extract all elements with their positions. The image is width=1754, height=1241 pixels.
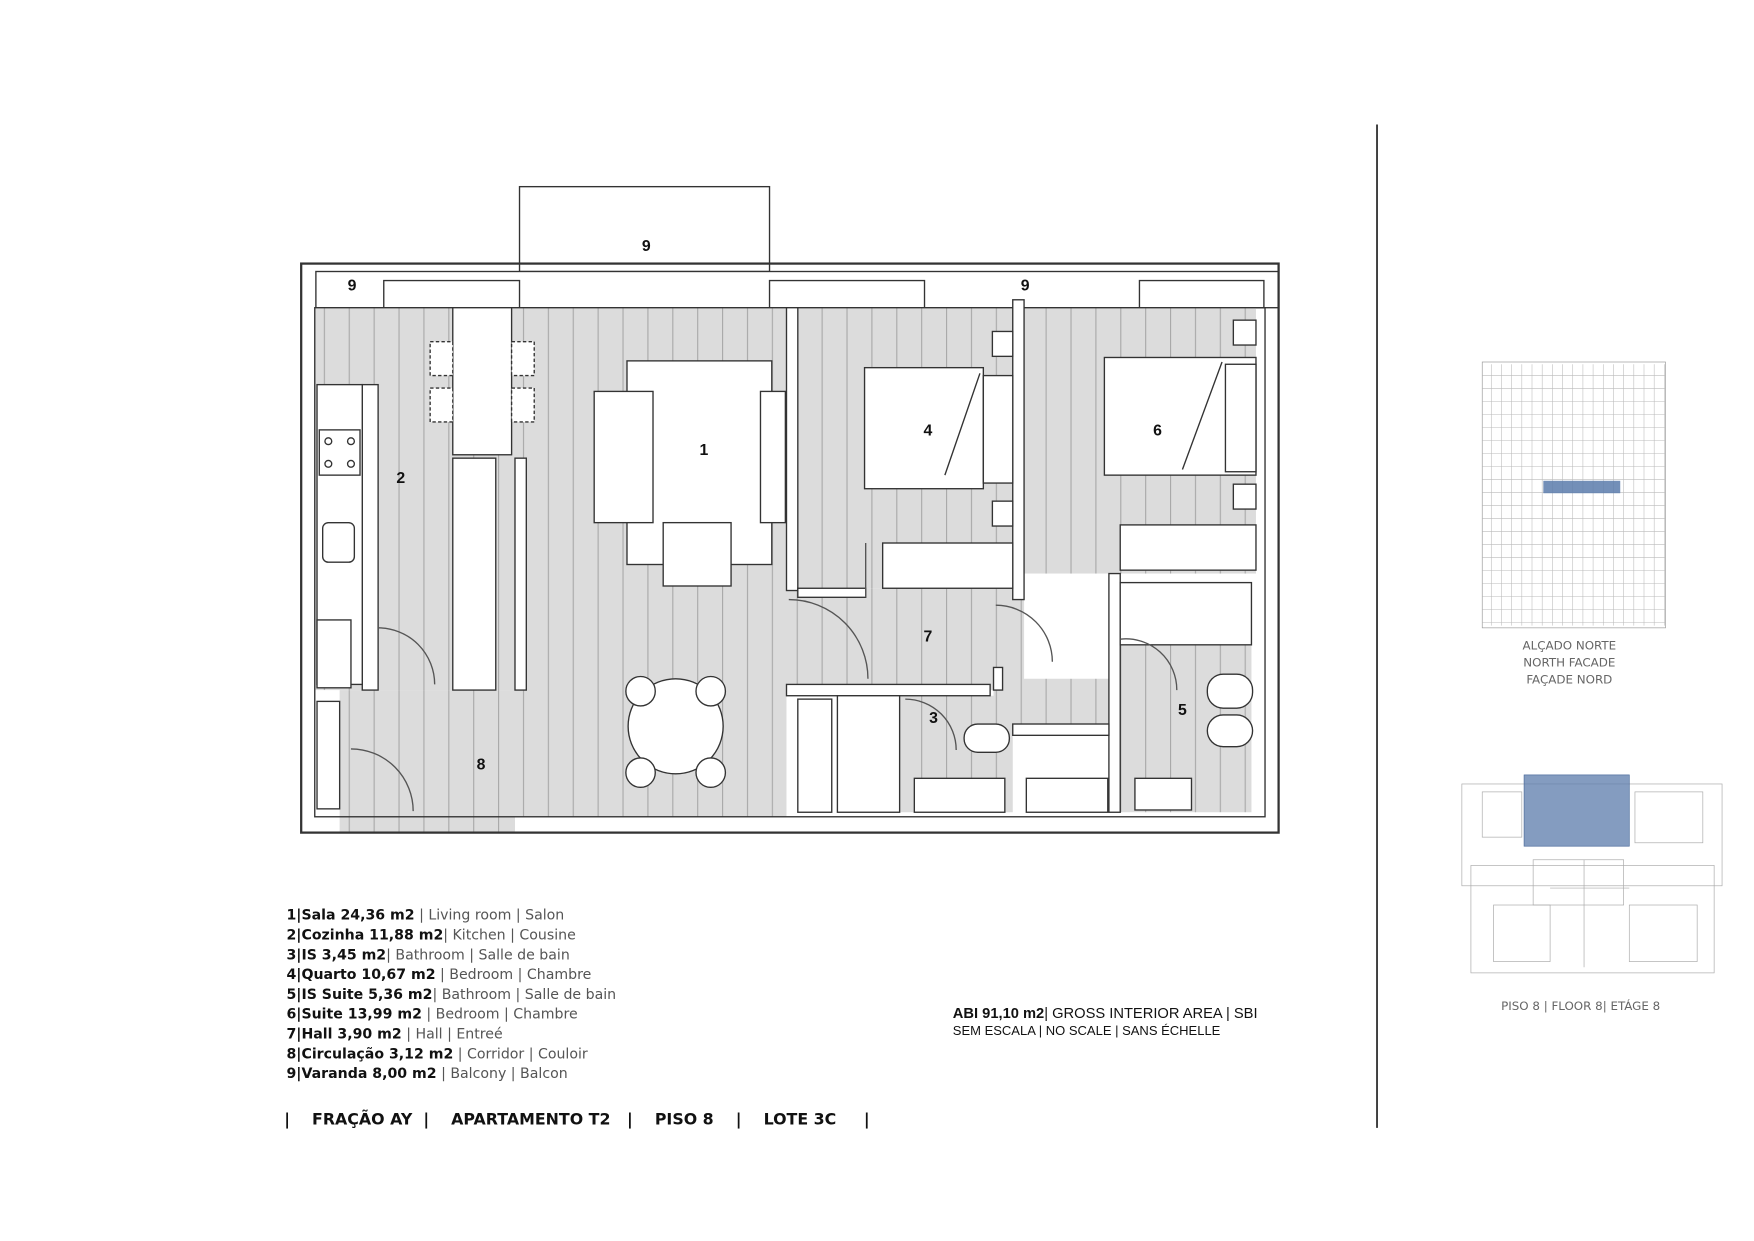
north-elevation-thumbnail: ALÇADO NORTE NORTH FACADE FAÇADE NORD — [1481, 361, 1666, 686]
hall2-floor — [993, 678, 1121, 725]
bathtub — [1119, 581, 1253, 646]
floor-plan — [300, 185, 1280, 834]
room-label-8: 8 — [477, 756, 486, 773]
hall-floor — [786, 588, 1025, 691]
balcony-top — [518, 185, 771, 273]
room-label-4: 4 — [924, 423, 933, 440]
room-labels: 9 9 9 1 2 4 6 7 3 5 8 — [348, 238, 1187, 773]
room-label-7: 7 — [924, 628, 933, 645]
floor-key-caption: PISO 8 | FLOOR 8| ETÁGE 8 — [1501, 998, 1660, 1013]
floor-key-plan: PISO 8 | FLOOR 8| ETÁGE 8 — [1461, 774, 1723, 1013]
legend-item: 8|Circulação 3,12 m2 | Corridor | Couloi… — [286, 1046, 587, 1062]
bed-4 — [863, 366, 985, 490]
dining-table-kitchen — [452, 307, 513, 456]
room-label-9: 9 — [642, 238, 651, 255]
unit-floor-highlight — [1543, 480, 1621, 494]
elevation-caption: FAÇADE NORD — [1526, 672, 1612, 686]
room-label-5: 5 — [1178, 702, 1187, 719]
scale-note: SEM ESCALA | NO SCALE | SANS ÉCHELLE — [953, 1023, 1221, 1038]
dining-table — [627, 678, 724, 775]
unit-footer: | FRAÇÃO AY | APARTAMENTO T2 | PISO 8 | … — [284, 1109, 869, 1129]
corridor-floor — [339, 690, 515, 832]
room-label-1: 1 — [700, 442, 709, 459]
legend-item: 4|Quarto 10,67 m2 | Bedroom | Chambre — [286, 967, 591, 983]
area-legend: 1|Sala 24,36 m2 | Living room | Salon 2|… — [286, 908, 616, 1082]
legend-item: 3|IS 3,45 m2| Bathroom | Salle de bain — [286, 947, 569, 963]
room-label-9: 9 — [348, 278, 357, 295]
room-label-9: 9 — [1021, 278, 1030, 295]
legend-item: 6|Suite 13,99 m2 | Bedroom | Chambre — [286, 1007, 577, 1023]
gross-area: ABI 91,10 m2| GROSS INTERIOR AREA | SBI — [953, 1006, 1258, 1022]
legend-item: 9|Varanda 8,00 m2 | Balcony | Balcon — [286, 1066, 567, 1082]
unit-location-highlight — [1523, 774, 1630, 847]
legend-item: 1|Sala 24,36 m2 | Living room | Salon — [286, 908, 564, 924]
elevation-caption: NORTH FACADE — [1523, 655, 1615, 669]
legend-item: 5|IS Suite 5,36 m2| Bathroom | Salle de … — [286, 987, 616, 1003]
room-label-3: 3 — [929, 710, 938, 727]
room-label-2: 2 — [396, 470, 405, 487]
legend-item: 7|Hall 3,90 m2 | Hall | Entreé — [286, 1027, 502, 1043]
room-label-6: 6 — [1153, 423, 1162, 440]
legend-item: 2|Cozinha 11,88 m2| Kitchen | Cousine — [286, 928, 575, 944]
elevation-caption: ALÇADO NORTE — [1522, 638, 1616, 652]
